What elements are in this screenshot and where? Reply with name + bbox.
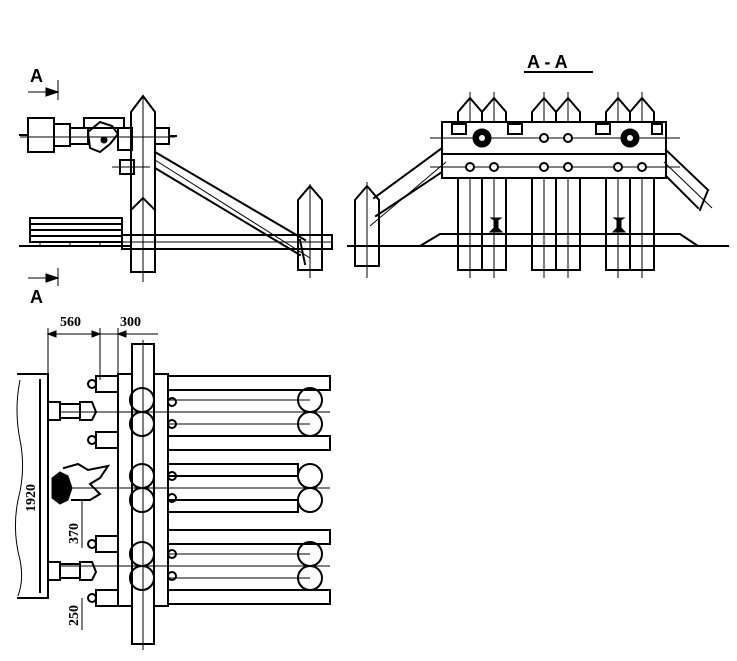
- dim-250: 250: [67, 605, 82, 626]
- dim-1920: 1920: [24, 484, 39, 512]
- pile-pair-2: [531, 92, 581, 278]
- buffer-assembly: [19, 117, 175, 154]
- section-view: A - A: [347, 52, 729, 278]
- base-plinth: [416, 233, 702, 247]
- sleeper-stack: [29, 217, 123, 246]
- section-mark-top: A: [30, 66, 43, 86]
- pile-pair-3: [605, 92, 655, 278]
- section-arrowhead-top: [45, 87, 60, 97]
- plan-view: 560 300 1920 370 250: [14, 315, 331, 650]
- right-strut: [663, 148, 713, 212]
- post-bolts: [112, 127, 177, 175]
- rear-post: [297, 184, 323, 278]
- plan-timbers: [167, 375, 331, 605]
- pile-pair-1: [457, 92, 507, 278]
- main-post: [129, 94, 157, 282]
- plan-crossbeam-1: [117, 373, 133, 607]
- diagonal-strut: [153, 150, 311, 266]
- plan-crossbeam-2: [153, 373, 169, 607]
- plan-buffers: [47, 401, 111, 581]
- left-strut: [354, 146, 447, 278]
- section-mark-bottom: A: [30, 287, 43, 307]
- small-bolts: [465, 133, 647, 172]
- section-arrowhead-bottom: [45, 273, 60, 283]
- side-view: A A: [19, 66, 333, 307]
- dim-370: 370: [67, 523, 82, 544]
- lower-beam: [441, 153, 667, 179]
- section-title: A - A: [527, 52, 568, 72]
- dim-300: 300: [120, 315, 141, 330]
- large-bolts: [472, 128, 640, 148]
- plan-piles: [129, 387, 323, 591]
- dim-560: 560: [60, 315, 81, 330]
- rails: [488, 217, 627, 233]
